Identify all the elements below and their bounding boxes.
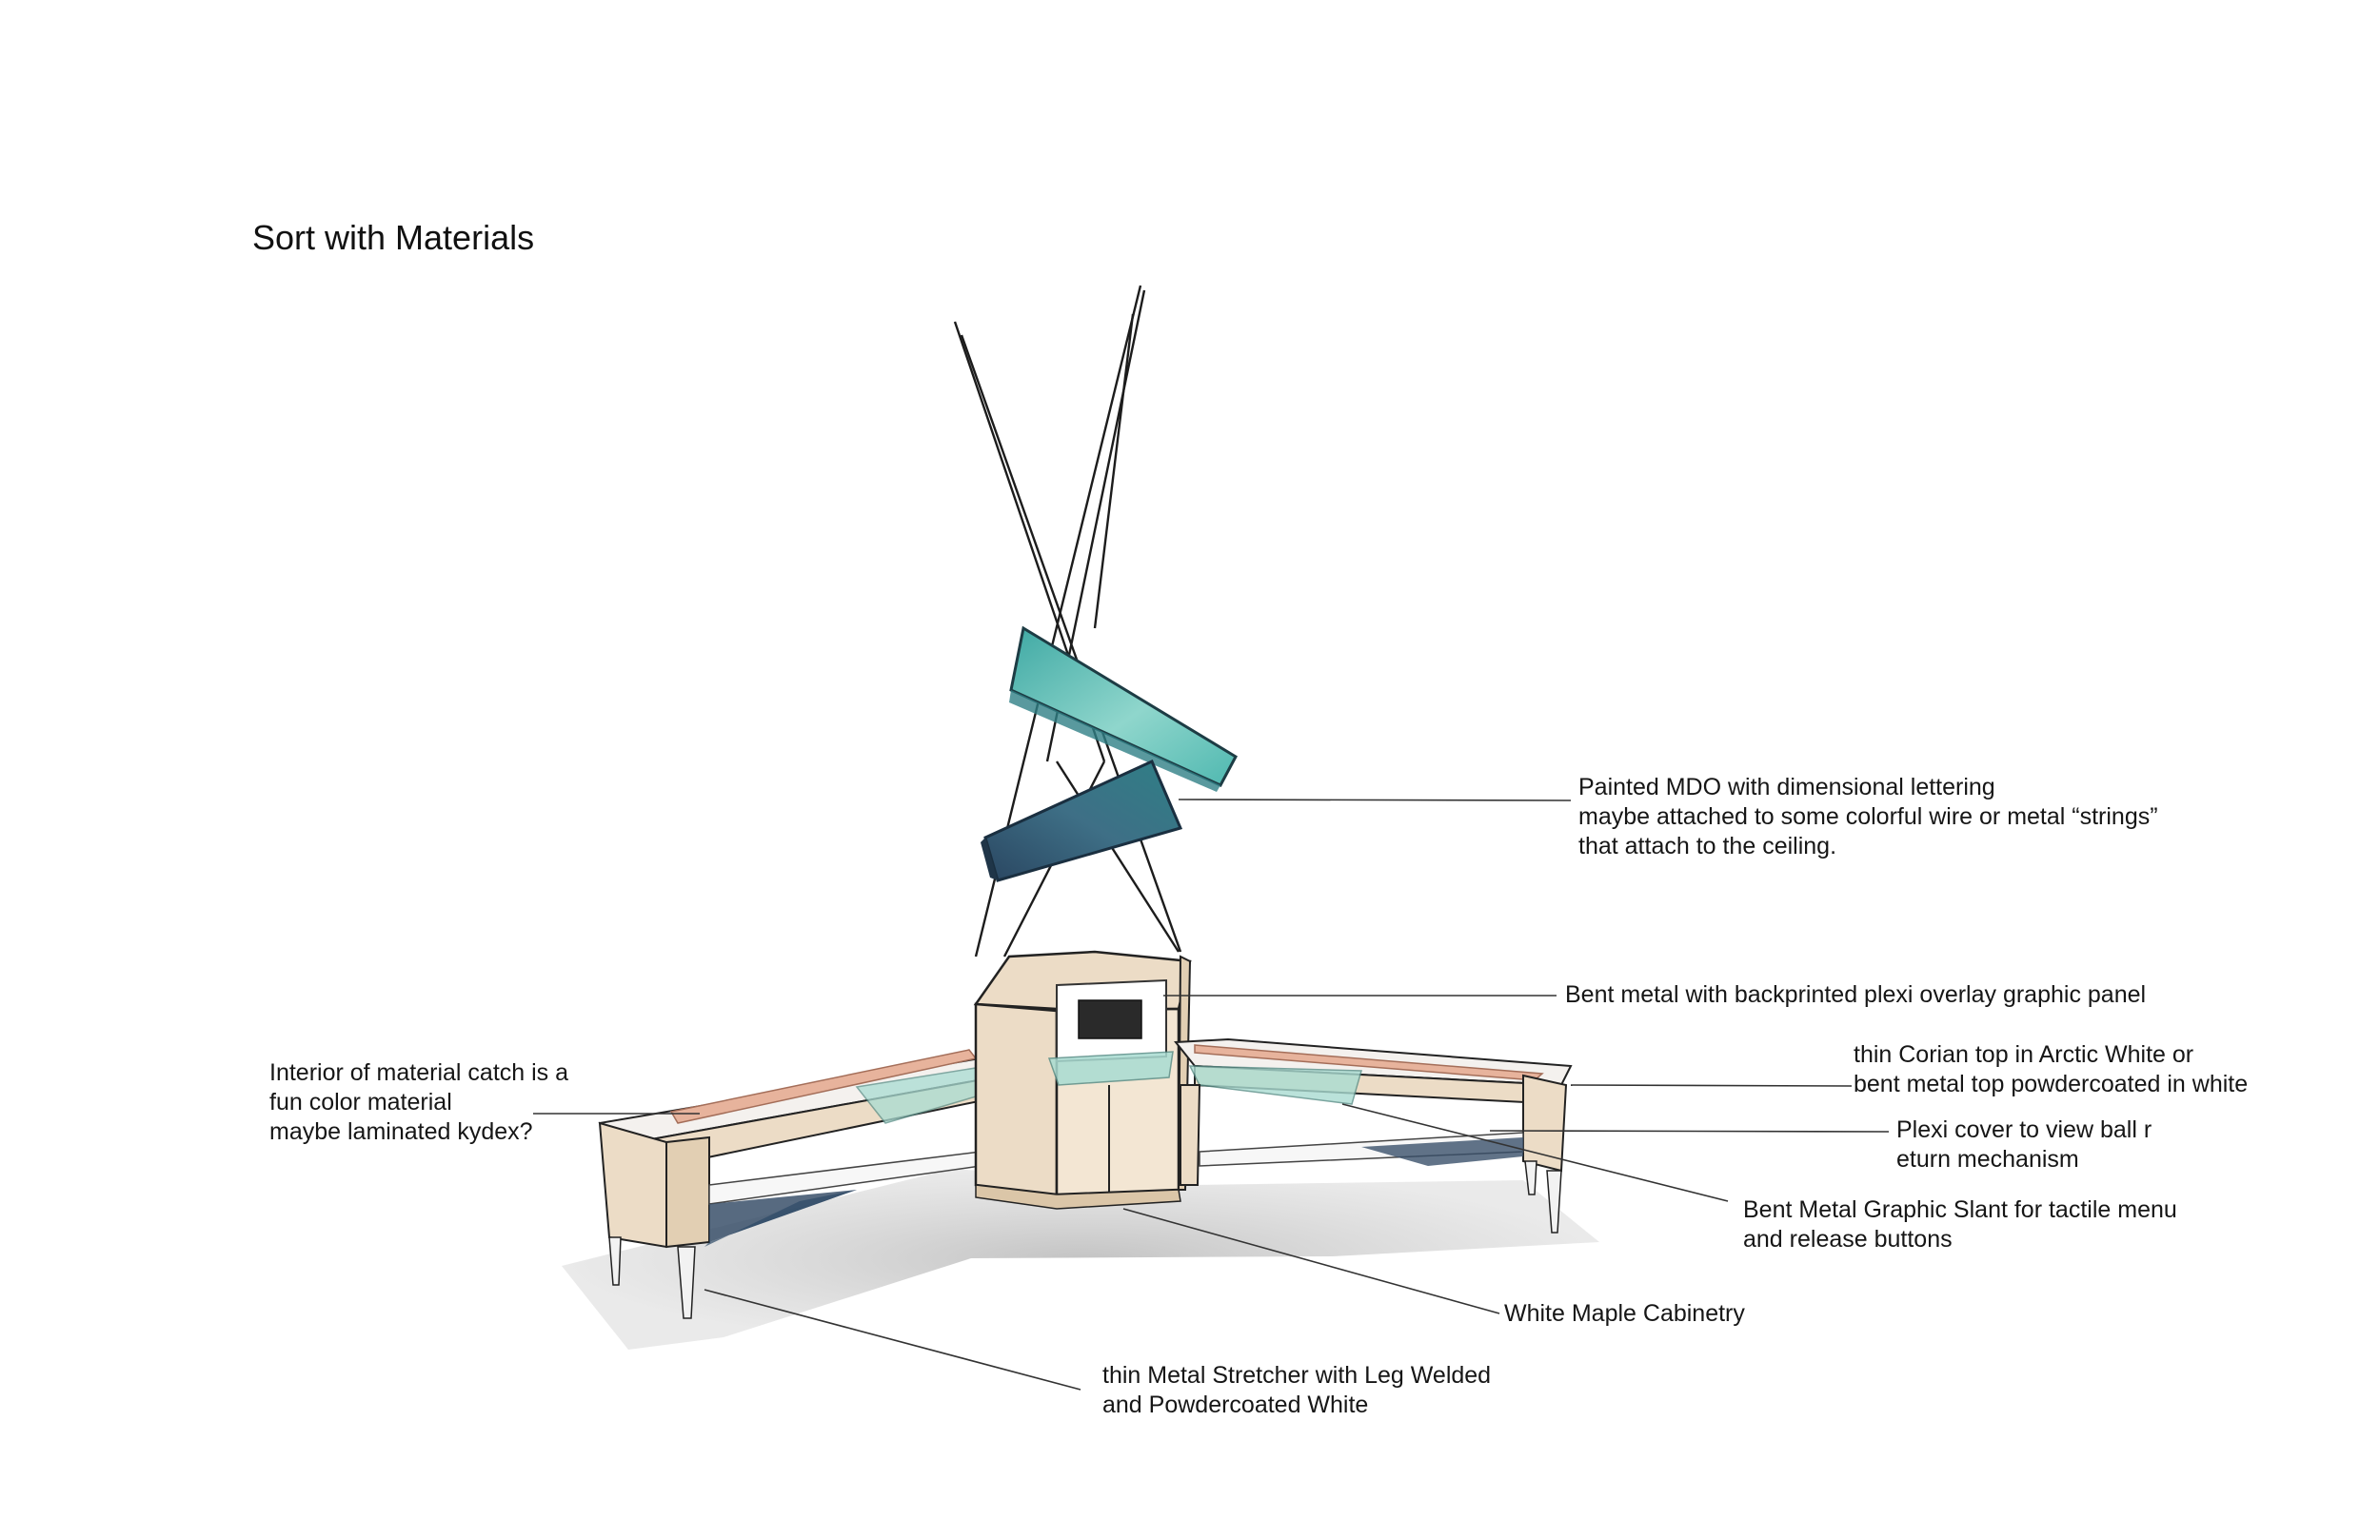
callout-catch-interior-line-3: maybe laminated kydex? <box>269 1118 533 1145</box>
right-bench <box>1174 1037 1573 1234</box>
callout-mdo-line-1: Painted MDO with dimensional lettering <box>1578 774 1995 800</box>
callout-plexi-cover: Plexi cover to view ball r eturn mechani… <box>1896 1116 2152 1175</box>
callout-graphic-slant: Bent Metal Graphic Slant for tactile men… <box>1743 1195 2177 1254</box>
callout-catch-interior: Interior of material catch is a fun colo… <box>269 1058 568 1147</box>
mdo-sign-navy <box>981 759 1183 882</box>
callout-graphic-slant-line-2: and release buttons <box>1743 1226 1953 1253</box>
callout-mdo-sign: Painted MDO with dimensional lettering m… <box>1578 773 2158 861</box>
callout-cabinetry: White Maple Cabinetry <box>1504 1299 1745 1329</box>
callout-mdo-line-3: that attach to the ceiling. <box>1578 833 1837 859</box>
callout-stretcher-line-2: and Powdercoated White <box>1102 1392 1369 1418</box>
callout-corian-top: thin Corian top in Arctic White or bent … <box>1854 1040 2248 1099</box>
callout-plexi-cover-line-1: Plexi cover to view ball r <box>1896 1116 2152 1143</box>
callout-catch-interior-line-1: Interior of material catch is a <box>269 1059 569 1086</box>
callout-stretcher: thin Metal Stretcher with Leg Welded and… <box>1102 1361 1491 1420</box>
mdo-sign-teal <box>1009 625 1238 792</box>
left-bench <box>598 1045 1059 1319</box>
callout-bent-metal-panel-line-1: Bent metal with backprinted plexi overla… <box>1565 981 2147 1008</box>
callout-catch-interior-line-2: fun color material <box>269 1089 452 1116</box>
floor-shadow <box>562 1169 1599 1350</box>
callout-stretcher-line-1: thin Metal Stretcher with Leg Welded <box>1102 1362 1492 1389</box>
central-cabinet <box>973 950 1192 1210</box>
callout-corian-top-line-2: bent metal top powdercoated in white <box>1854 1071 2249 1097</box>
callout-cabinetry-line-1: White Maple Cabinetry <box>1504 1300 1745 1327</box>
callout-mdo-line-2: maybe attached to some colorful wire or … <box>1578 803 2158 830</box>
callout-bent-metal-panel: Bent metal with backprinted plexi overla… <box>1565 980 2146 1010</box>
callout-corian-top-line-1: thin Corian top in Arctic White or <box>1854 1041 2194 1068</box>
display-screen <box>1078 999 1142 1039</box>
leader-lines <box>533 799 1890 1391</box>
callout-graphic-slant-line-1: Bent Metal Graphic Slant for tactile men… <box>1743 1196 2177 1223</box>
sketch-title: Sort with Materials <box>252 218 535 257</box>
callout-plexi-cover-line-2: eturn mechanism <box>1896 1146 2079 1173</box>
